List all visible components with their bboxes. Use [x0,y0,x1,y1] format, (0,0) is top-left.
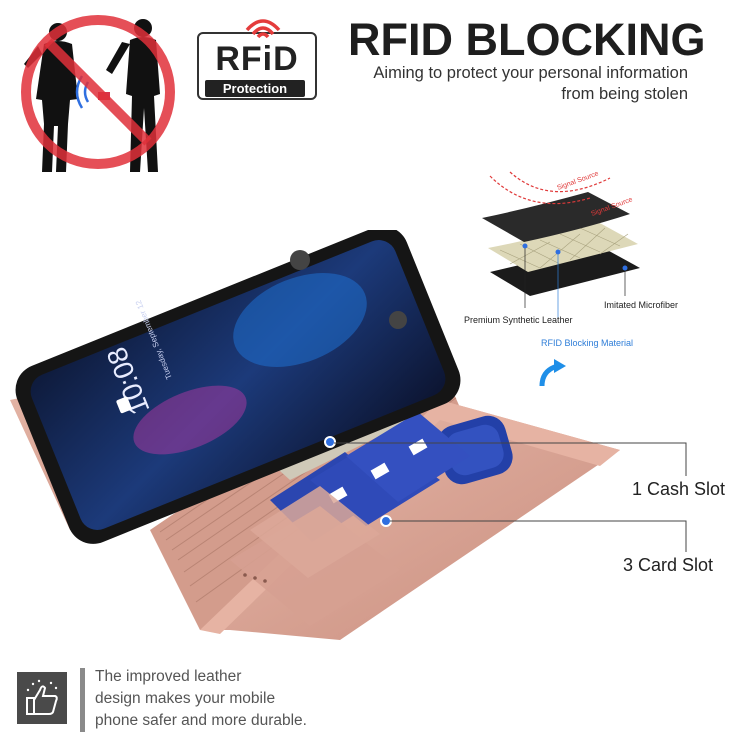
footer-line-3: phone safer and more durable. [95,712,307,729]
rfid-material-label: RFID Blocking Material [541,338,634,348]
rfid-mesh-layer [488,222,638,272]
leather-layer [482,192,630,242]
wifi-icon [245,19,281,39]
lock-icon [116,396,132,414]
material-layers-diagram: Signal Source Signal Source [482,170,640,318]
cash-slot-callout: 1 Cash Slot [632,479,726,499]
prohibition-icon [21,15,175,169]
curved-arrow-icon [539,359,566,387]
microfiber-label: Imitated Microfiber [604,300,679,310]
phone: 10:08 Tuesday, September 12 [15,230,461,544]
no-theft-illustration [21,15,175,172]
rfid-badge-text: RFiD [215,40,299,78]
subtitle-line-2: from being stolen [561,85,688,103]
wallet-case-illustration: 10:08 Tuesday, September 12 [10,230,620,640]
cash-slot-dot [324,436,336,448]
premium-leather-label: Premium Synthetic Leather [464,315,573,325]
card-slot-callout: 3 Card Slot [623,555,714,575]
rfid-protection-badge: RFiD Protection [197,19,317,100]
footer-line-2: design makes your mobile [95,690,276,707]
rfid-badge-subtext: Protection [205,80,305,97]
thumbs-up-badge [17,672,67,724]
thumbs-up-icon [26,679,58,715]
subtitle-line-1: Aiming to protect your personal informat… [373,64,688,82]
microfiber-layer [490,246,640,296]
page-title: RFID BLOCKING [348,14,706,65]
footer-divider [80,668,85,732]
footer-line-1: The improved leather [95,668,242,685]
footer-text: The improved leather design makes your m… [95,666,307,732]
